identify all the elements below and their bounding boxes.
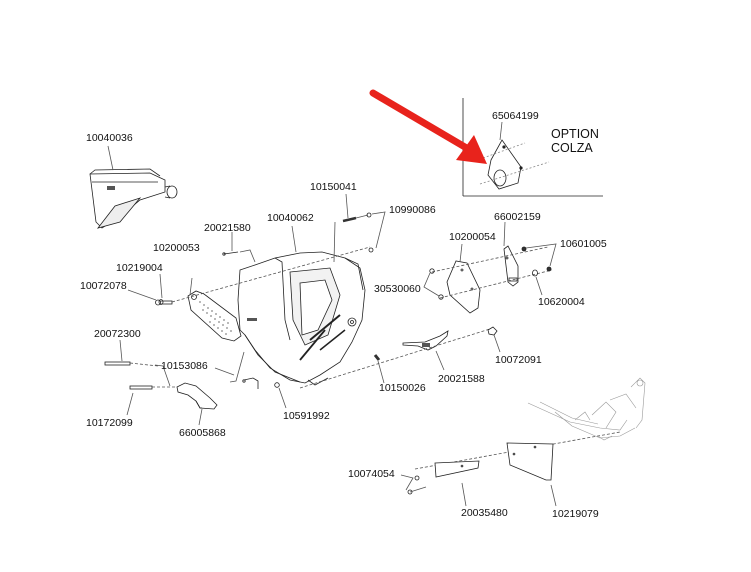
part-label[interactable]: 10219004 <box>116 262 163 274</box>
part-label[interactable]: 10150026 <box>379 382 426 394</box>
part-10153086-clip[interactable] <box>214 351 259 389</box>
part-label[interactable]: 10072078 <box>80 280 127 292</box>
part-10200054-panel[interactable] <box>446 243 481 314</box>
part-10072078-bolt[interactable] <box>127 289 173 306</box>
option-title-line1: OPTION <box>551 127 599 141</box>
part-10219079-plate[interactable] <box>506 442 557 507</box>
part-20021588-lever[interactable] <box>402 330 449 371</box>
part-label[interactable]: 10074054 <box>348 468 395 480</box>
part-label[interactable]: 10150041 <box>310 181 357 193</box>
part-10040036-intake[interactable] <box>89 145 178 229</box>
part-label[interactable]: 10200054 <box>449 231 496 243</box>
assembly-axis <box>299 328 491 389</box>
part-20035480-plate[interactable] <box>434 460 480 507</box>
part-30530060-screws[interactable] <box>423 268 444 300</box>
option-plate-65064199[interactable] <box>479 121 550 190</box>
part-label[interactable]: 10040062 <box>267 212 314 224</box>
part-label[interactable]: 30530060 <box>374 283 421 295</box>
option-title-line2: COLZA <box>551 141 593 155</box>
part-10219004-washer[interactable] <box>158 273 164 305</box>
part-label[interactable]: 10200053 <box>153 242 200 254</box>
part-10072091-nut[interactable] <box>487 326 501 353</box>
part-label[interactable]: 10040036 <box>86 132 133 144</box>
part-20072300-pin[interactable] <box>104 339 171 387</box>
part-label[interactable]: 20021580 <box>204 222 251 234</box>
part-label[interactable]: 10591992 <box>283 410 330 422</box>
assembly-axis <box>431 246 549 273</box>
part-10620004-washer[interactable] <box>532 269 543 296</box>
part-10172099-pin[interactable] <box>126 385 175 416</box>
part-label[interactable]: 10172099 <box>86 417 133 429</box>
part-label[interactable]: 10153086 <box>161 360 208 372</box>
part-label[interactable]: 66002159 <box>494 211 541 223</box>
part-10074054-screws[interactable] <box>400 474 427 495</box>
part-label[interactable]: 10072091 <box>495 354 542 366</box>
part-label-65064199[interactable]: 65064199 <box>492 110 539 122</box>
part-10150041-spring[interactable] <box>333 193 369 263</box>
part-label[interactable]: 10219079 <box>552 508 599 520</box>
part-label[interactable]: 10601005 <box>560 238 607 250</box>
part-label[interactable]: 10620004 <box>538 296 585 308</box>
chassis-outline <box>527 377 646 441</box>
part-10040062-housing[interactable] <box>237 225 366 386</box>
part-label[interactable]: 20035480 <box>461 507 508 519</box>
part-10200053-grille[interactable] <box>187 277 242 342</box>
part-10601005-nuts[interactable] <box>521 243 557 272</box>
part-10150026-spring[interactable] <box>373 354 385 384</box>
assembly-axis <box>439 269 553 299</box>
part-10591992-screw[interactable] <box>274 382 287 409</box>
callout-arrow <box>369 89 487 164</box>
assembly-axis <box>171 246 371 303</box>
part-label[interactable]: 66005868 <box>179 427 226 439</box>
part-label[interactable]: 20021588 <box>438 373 485 385</box>
part-66005868-bracket[interactable] <box>176 382 218 426</box>
part-label[interactable]: 20072300 <box>94 328 141 340</box>
part-20021580-pin[interactable] <box>222 232 256 263</box>
part-label[interactable]: 10990086 <box>389 204 436 216</box>
part-10990086-nuts[interactable] <box>366 211 386 253</box>
